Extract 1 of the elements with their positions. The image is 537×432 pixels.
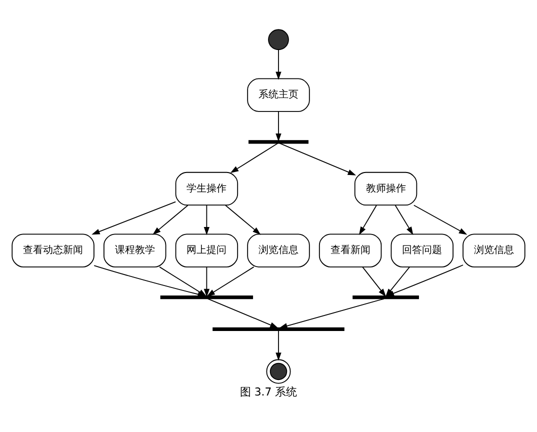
caption: 图 3.7 系统 — [240, 386, 298, 399]
